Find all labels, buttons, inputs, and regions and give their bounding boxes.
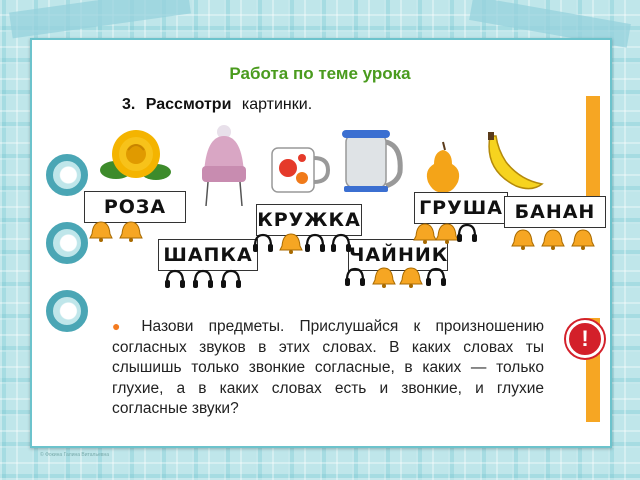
tape-top-left [9,0,191,39]
headphones-icon [304,232,326,254]
headphones-icon [164,268,186,290]
binder-ring-icon [46,154,88,196]
headphones-icon [425,266,447,288]
bell-icon [371,266,397,288]
task-number: 3. [122,96,136,113]
word-box-roza: РОЗА [84,191,186,223]
headphones-icon [344,266,366,288]
accent-bar [586,96,600,228]
word-box-banan: БАНАН [504,196,606,228]
headphones-icon [220,268,242,290]
bell-icon [540,228,566,250]
pear-icon [426,141,460,193]
rose-icon [100,130,171,180]
task-text: картинки. [241,96,313,113]
word-box-grusha: ГРУША [414,192,508,224]
binder-ring-icon [46,290,88,332]
bell-icon [434,222,460,244]
headphones-icon [252,232,274,254]
bell-icon [118,220,144,242]
bell-icon [88,220,114,242]
exclamation-icon: ! [566,320,604,358]
kettle-icon [342,130,403,192]
word-box-shapka: ШАПКА [158,239,258,271]
word-box-chaynik: ЧАЙНИК [348,239,448,271]
binder-ring-icon [46,222,88,264]
hat-icon [202,125,246,207]
banana-icon [488,132,544,190]
bullet-icon: ● [112,318,132,334]
bell-icon [278,232,304,254]
headphones-icon [330,232,352,254]
headphones-icon [456,222,478,244]
bell-icon [570,228,596,250]
task-verb: Рассмотри [145,96,232,113]
question-paragraph: ●Назови предметы. Прислушайся к произнош… [112,316,544,420]
task-heading: 3. Рассмотри картинки. [122,96,312,114]
word-box-kruzhka: КРУЖКА [256,204,362,236]
bell-icon [412,222,438,244]
bell-icon [398,266,424,288]
slide-title: Работа по теме урока [229,64,411,83]
headphones-icon [192,268,214,290]
bell-icon [510,228,536,250]
mug-icon [271,147,330,193]
question-text: Назови предметы. Прислушайся к произноше… [112,318,544,417]
credit-text: © Фокина Галина Витальевна [40,452,110,458]
